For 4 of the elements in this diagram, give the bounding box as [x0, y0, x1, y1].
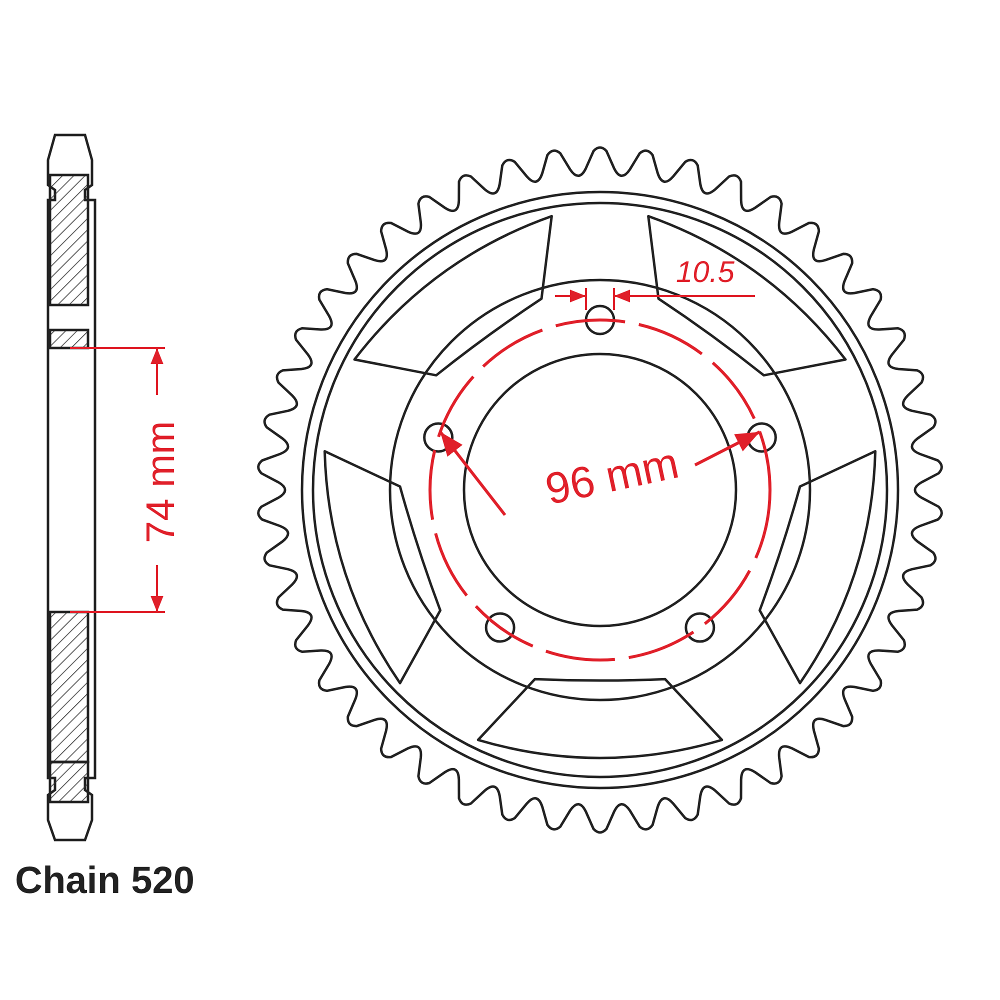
- caption-text: Chain 520: [15, 862, 195, 900]
- dimension-label: 74 mm: [141, 420, 182, 544]
- dimension-label: 10.5: [676, 258, 734, 288]
- dimension-label: 96 mm: [542, 442, 683, 512]
